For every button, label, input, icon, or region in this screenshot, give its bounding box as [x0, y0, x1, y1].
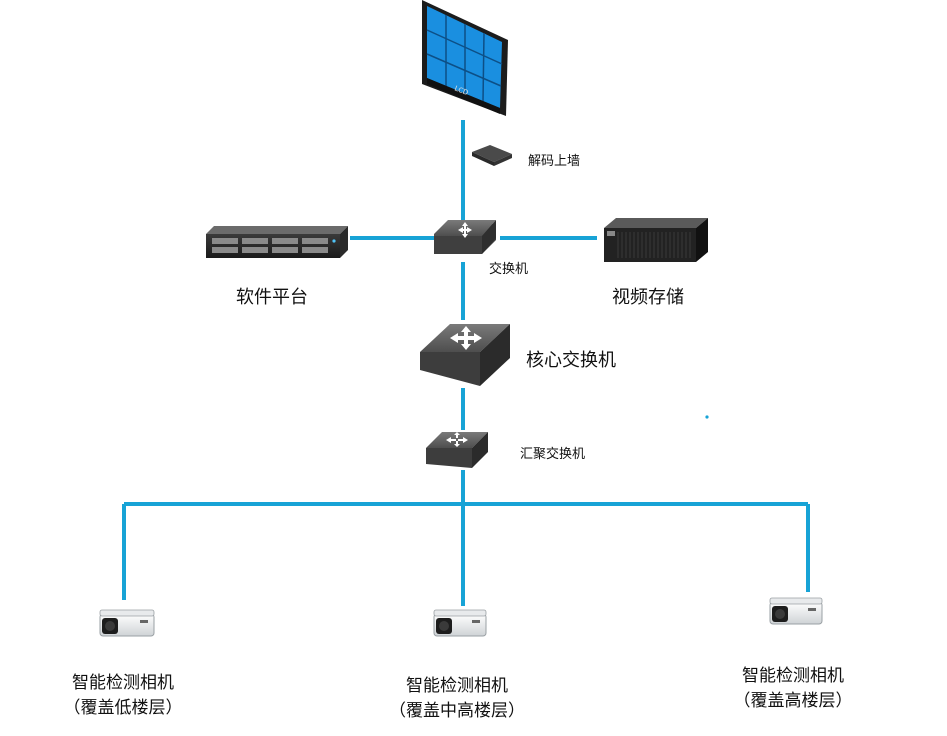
core-switch-label: 核心交换机 — [526, 350, 616, 371]
camera-middle-title: 智能检测相机 — [406, 676, 508, 696]
software-platform-server-icon — [206, 226, 348, 258]
camera-icon-middle — [433, 609, 487, 637]
camera-left-title: 智能检测相机 — [72, 673, 174, 693]
camera-middle-coverage: （覆盖中高楼层） — [389, 701, 525, 721]
lcd-video-wall-icon: LCD — [422, 0, 508, 116]
link-lines — [122, 120, 810, 606]
access-switch-icon — [434, 220, 496, 254]
aggregation-switch-icon — [426, 432, 488, 468]
camera-right-coverage: （覆盖高楼层） — [733, 691, 853, 711]
decoder-label: 解码上墙 — [528, 154, 581, 169]
camera-right-title: 智能检测相机 — [742, 666, 844, 686]
decoder-icon — [472, 145, 512, 166]
stray-dot — [705, 415, 709, 419]
camera-icon-left — [99, 609, 155, 637]
core-switch-icon — [420, 324, 510, 386]
aggregation-switch-label: 汇聚交换机 — [520, 447, 586, 462]
video-storage-nvr-icon — [604, 218, 708, 262]
video-storage-label: 视频存储 — [612, 287, 684, 308]
camera-left-coverage: （覆盖低楼层） — [63, 698, 183, 718]
access-switch-label: 交换机 — [489, 262, 529, 277]
camera-icon-right — [769, 597, 823, 625]
software-platform-label: 软件平台 — [236, 287, 308, 308]
